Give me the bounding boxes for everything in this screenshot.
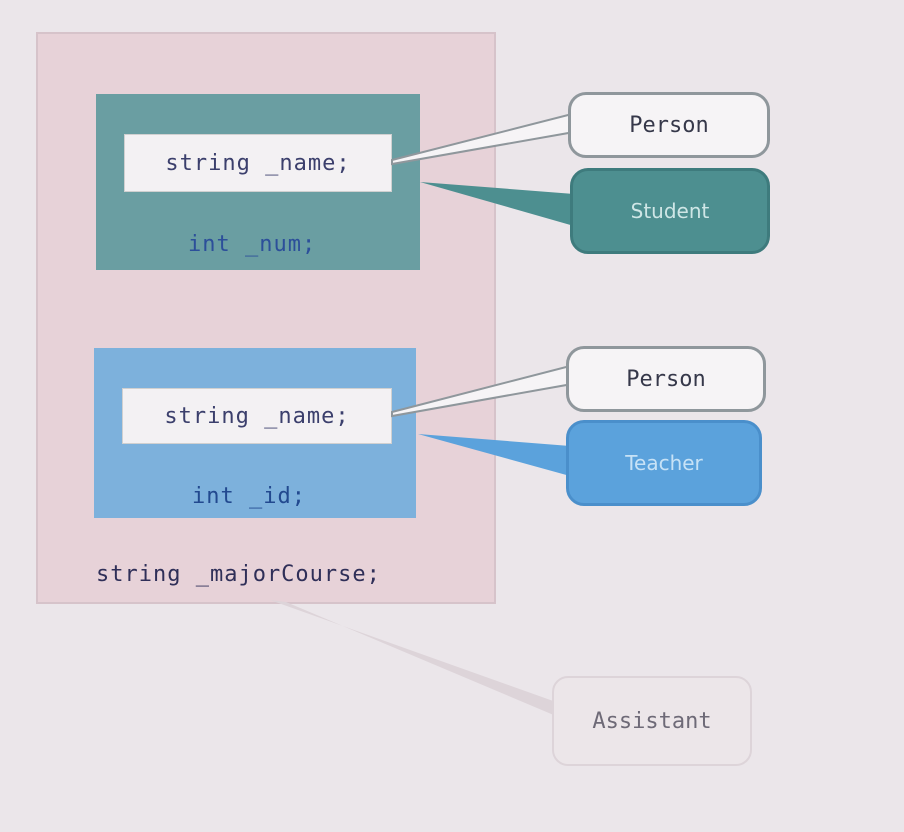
teacher-id-member: int _id;	[192, 484, 306, 509]
assistant-connector	[270, 600, 556, 716]
person-top-connector	[391, 112, 576, 166]
teacher-connector	[418, 434, 570, 476]
person-callout-bottom: Person	[566, 346, 766, 412]
person-callout-top: Person	[568, 92, 770, 158]
student-connector	[420, 182, 574, 226]
major-course-member: string _majorCourse;	[96, 562, 381, 587]
assistant-callout: Assistant	[552, 676, 752, 766]
student-callout: Student	[570, 168, 770, 254]
teacher-callout: Teacher	[566, 420, 762, 506]
person-bottom-connector	[391, 364, 574, 418]
student-num-member: int _num;	[188, 232, 317, 257]
student-name-field: string _name;	[124, 134, 392, 192]
teacher-name-field: string _name;	[122, 388, 392, 444]
